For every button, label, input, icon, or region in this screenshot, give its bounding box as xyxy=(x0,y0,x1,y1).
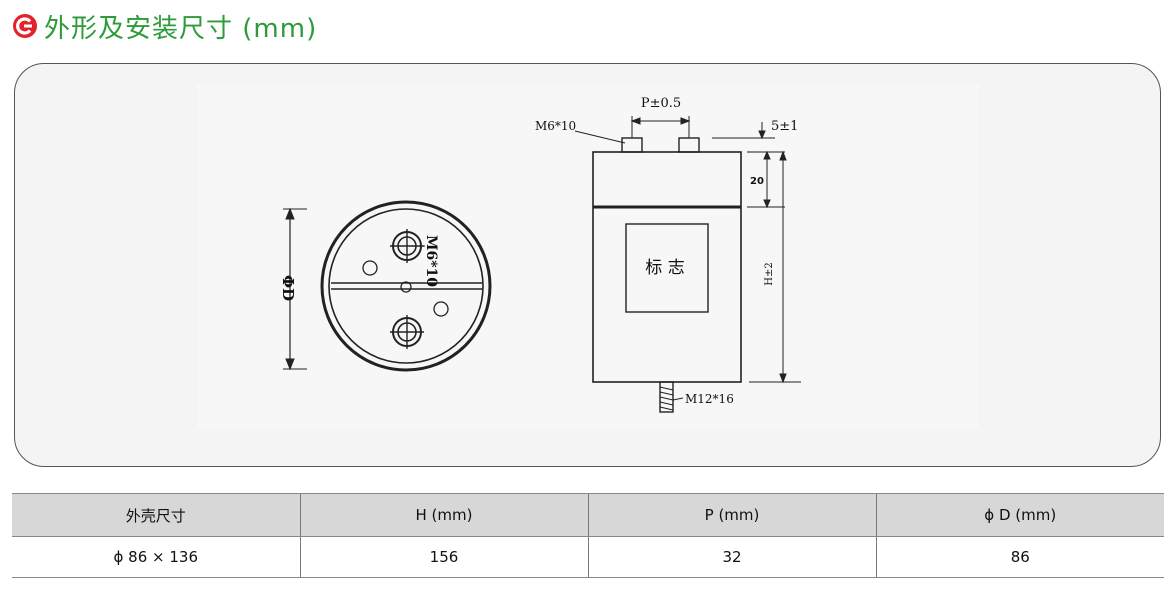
table-header-row: 外壳尺寸 H (mm) P (mm) ϕ D (mm) xyxy=(12,493,1164,537)
header-pitch: P (mm) xyxy=(587,493,876,537)
title-text: 外形及安装尺寸 (mm) xyxy=(44,13,318,44)
header-diameter: ϕ D (mm) xyxy=(875,493,1164,537)
side-view xyxy=(574,116,801,413)
pitch-label: P±0.5 xyxy=(641,96,681,111)
dimensions-table: 外壳尺寸 H (mm) P (mm) ϕ D (mm) ϕ 86 × 136 1… xyxy=(12,493,1164,578)
terminal-height-label: 5±1 xyxy=(771,119,798,134)
cell-height: 156 xyxy=(299,536,588,578)
cell-case-size: ϕ 86 × 136 xyxy=(12,536,300,578)
band-height-label: 20 xyxy=(750,176,764,187)
diagram-panel: ΦD M6*10 xyxy=(14,63,1161,467)
top-view xyxy=(283,200,492,372)
stud-thread-label: M12*16 xyxy=(685,392,734,406)
terminal-thread-label: M6*10 xyxy=(535,119,576,133)
drawing-paper xyxy=(197,84,979,429)
cell-diameter: 86 xyxy=(875,536,1164,578)
cell-pitch: 32 xyxy=(587,536,876,578)
header-height: H (mm) xyxy=(299,493,588,537)
marking-label: 标 志 xyxy=(645,258,684,278)
section-title: 外形及安装尺寸 (mm) xyxy=(12,6,317,46)
brand-logo-icon xyxy=(13,14,37,38)
diameter-label: ΦD xyxy=(279,275,297,301)
header-case-size: 外壳尺寸 xyxy=(12,493,300,537)
total-height-label: H±2 xyxy=(764,262,775,285)
top-thread-label: M6*10 xyxy=(423,235,439,287)
dimension-drawing: ΦD M6*10 xyxy=(197,84,979,429)
table-row: ϕ 86 × 136 156 32 86 xyxy=(12,536,1164,578)
